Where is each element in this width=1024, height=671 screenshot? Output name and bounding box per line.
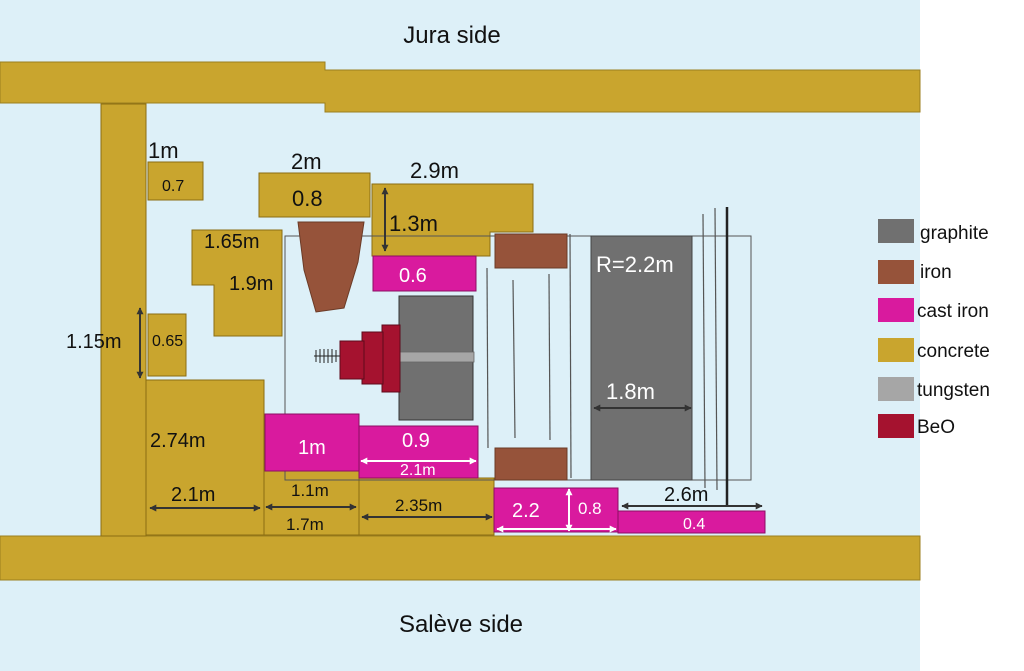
legend: graphite iron cast iron concrete tungste… — [878, 219, 990, 438]
legend-label-tungsten: tungsten — [917, 380, 990, 401]
concrete-block-lower-left — [145, 379, 265, 536]
saleve-side-label: Salève side — [399, 611, 523, 638]
label-0-65: 0.65 — [152, 333, 183, 350]
jura-wall — [0, 61, 921, 113]
concrete-block-small-left — [147, 313, 187, 377]
legend-label-concrete: concrete — [917, 341, 990, 362]
cast-iron-bottom-plate — [617, 510, 766, 534]
beo-block-1 — [381, 324, 401, 393]
concrete-block-lower-mid — [263, 470, 360, 536]
thin-plates — [486, 207, 718, 491]
label-1-8m: 1.8m — [606, 379, 655, 404]
label-2m: 2m — [291, 149, 322, 174]
label-r-2-2m: R=2.2m — [596, 252, 674, 277]
label-2-74m: 2.74m — [150, 430, 206, 452]
cast-iron-top — [372, 255, 477, 292]
beo-block-3 — [339, 340, 365, 380]
label-0-4: 0.4 — [683, 516, 705, 533]
label-1-3m: 1.3m — [389, 211, 438, 236]
label-2-35m: 2.35m — [395, 496, 442, 515]
concrete-block-upper-right — [371, 183, 534, 257]
concrete-block-top-left — [147, 161, 204, 201]
label-2-1m-cast: 2.1m — [400, 462, 436, 479]
dimension-arrows — [136, 187, 763, 533]
graphite-dump — [590, 235, 693, 481]
label-2-9m: 2.9m — [410, 158, 459, 183]
iron-block-bottom — [494, 447, 568, 481]
label-1-7m: 1.7m — [286, 515, 324, 534]
cast-iron-22 — [493, 487, 619, 533]
label-1-65m: 1.65m — [204, 231, 260, 253]
cast-iron-09 — [358, 425, 479, 479]
jura-side-label: Jura side — [403, 22, 500, 49]
legend-swatch-cast-iron — [878, 298, 914, 322]
label-1m-cast: 1m — [298, 437, 326, 459]
iron-block-top — [494, 233, 568, 269]
legend-swatch-iron — [878, 260, 914, 284]
label-0-9: 0.9 — [402, 430, 430, 452]
legend-swatch-beo — [878, 414, 914, 438]
legend-label-cast-iron: cast iron — [917, 301, 989, 322]
concrete-block-left-step — [191, 229, 283, 337]
legend-swatch-tungsten — [878, 377, 914, 401]
concrete-block-lower-right — [358, 477, 495, 536]
beo-block-2 — [361, 331, 384, 385]
label-2-1m-lower: 2.1m — [171, 484, 215, 506]
legend-label-beo: BeO — [917, 417, 955, 438]
label-0-8: 0.8 — [292, 186, 323, 211]
label-2-6m: 2.6m — [664, 484, 708, 506]
iron-collimator — [297, 221, 365, 313]
label-1-15m: 1.15m — [66, 331, 122, 353]
label-0-6: 0.6 — [399, 265, 427, 287]
concrete-block-upper — [258, 172, 371, 218]
legend-swatch-concrete — [878, 338, 914, 362]
label-1m-top: 1m — [148, 138, 179, 163]
legend-label-iron: iron — [920, 262, 952, 283]
beam-entry-symbol — [314, 349, 340, 363]
label-1-1m: 1.1m — [291, 481, 329, 500]
label-1-9m: 1.9m — [229, 273, 273, 295]
legend-label-graphite: graphite — [920, 223, 989, 244]
label-0-8-cast: 0.8 — [578, 499, 602, 518]
legend-swatch-graphite — [878, 219, 914, 243]
saleve-wall — [0, 535, 921, 581]
label-2-2: 2.2 — [512, 500, 540, 522]
label-0-7: 0.7 — [162, 178, 184, 195]
cast-iron-1m — [264, 413, 360, 472]
